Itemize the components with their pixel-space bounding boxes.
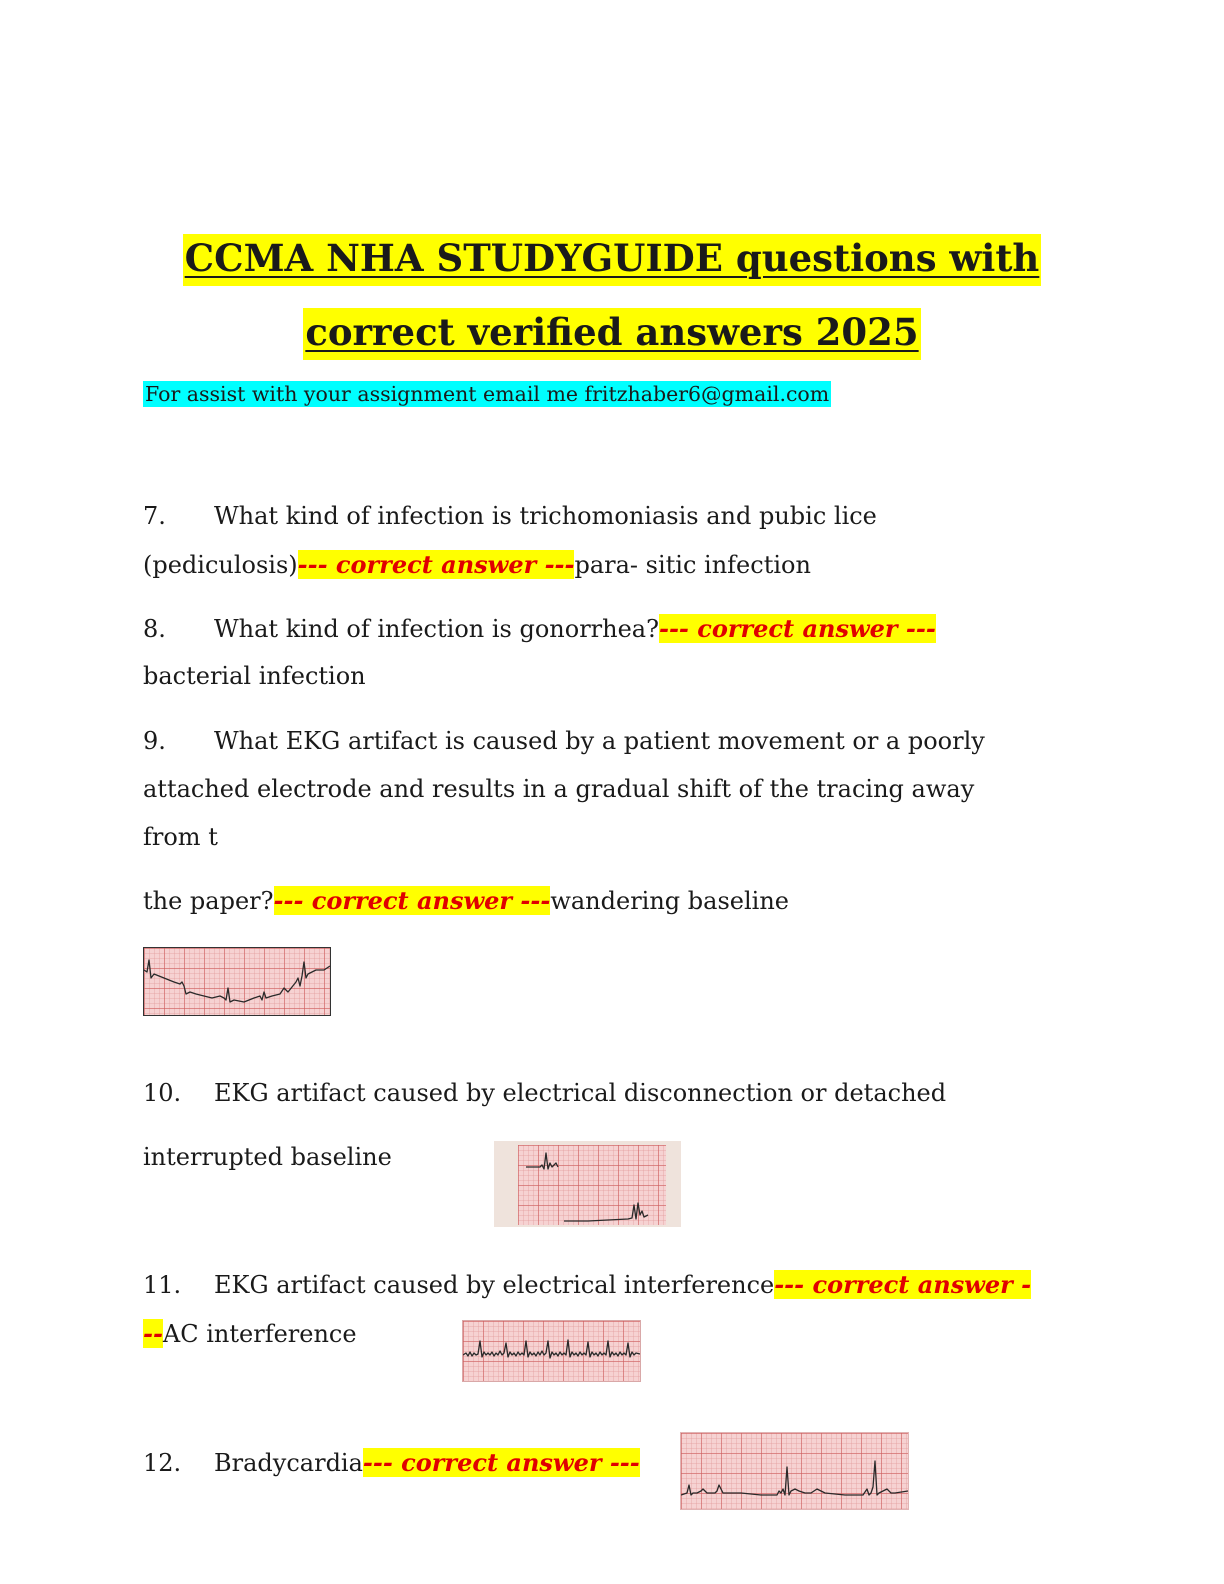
ekg-interrupted-baseline-icon [494, 1141, 681, 1227]
question-text: the paper? [143, 887, 274, 915]
question-9-line-1: 9. What EKG artifact is caused by a patie… [143, 727, 985, 755]
answer-text: wandering baseline [550, 887, 789, 915]
answer-text: AC interference [162, 1320, 357, 1348]
question-number: 9. [143, 727, 166, 755]
answer-marker: --- correct answer --- [297, 550, 575, 579]
answer-marker: --- correct answer --- [273, 886, 551, 915]
ekg-ac-interference-icon [462, 1320, 641, 1382]
question-number: 12. [143, 1449, 182, 1477]
document-title-line-2: correct verified answers 2025 [0, 308, 1224, 360]
question-8-answer: bacterial infection [143, 662, 366, 690]
question-text: What kind of infection is gonorrhea? [214, 615, 659, 643]
ekg-wandering-baseline-icon [143, 947, 331, 1016]
question-10-line-1: 10. EKG artifact caused by electrical dis… [143, 1079, 946, 1107]
answer-text: para- sitic infection [574, 551, 811, 579]
question-7-line-1: 7. What kind of infection is trichomonias… [143, 502, 877, 530]
question-number: 8. [143, 615, 166, 643]
answer-marker: --- correct answer --- [658, 614, 936, 643]
answer-marker: --- correct answer --- [362, 1448, 640, 1477]
question-10-answer: interrupted baseline [143, 1143, 392, 1171]
question-text: What EKG artifact is caused by a patient… [214, 727, 985, 755]
question-text: EKG artifact caused by electrical interf… [214, 1271, 775, 1299]
document-title-line-1: CCMA NHA STUDYGUIDE questions with [0, 234, 1224, 286]
question-text: (pediculosis) [143, 551, 298, 579]
question-9-line-3: from t [143, 823, 218, 851]
answer-marker: --- correct answer - [774, 1270, 1032, 1299]
question-11-line-2: --AC interference [143, 1319, 357, 1348]
answer-marker: -- [143, 1319, 163, 1348]
question-number: 7. [143, 502, 166, 530]
question-text: EKG artifact caused by electrical discon… [214, 1079, 947, 1107]
question-text: Bradycardia [214, 1449, 363, 1477]
question-text: What kind of infection is trichomoniasis… [214, 502, 877, 530]
question-9-line-2: attached electrode and results in a grad… [143, 775, 975, 803]
question-12-line-1: 12. Bradycardia--- correct answer --- [143, 1448, 640, 1477]
question-number: 11. [143, 1271, 182, 1299]
question-11-line-1: 11. EKG artifact caused by electrical int… [143, 1270, 1032, 1299]
contact-banner: For assist with your assignment email me… [143, 381, 832, 407]
question-number: 10. [143, 1079, 182, 1107]
question-8-line-1: 8. What kind of infection is gonorrhea?--… [143, 614, 936, 643]
question-7-line-2: (pediculosis)--- correct answer ---para-… [143, 550, 811, 579]
ekg-bradycardia-icon [680, 1432, 909, 1510]
question-9-line-4: the paper?--- correct answer ---wanderin… [143, 886, 789, 915]
